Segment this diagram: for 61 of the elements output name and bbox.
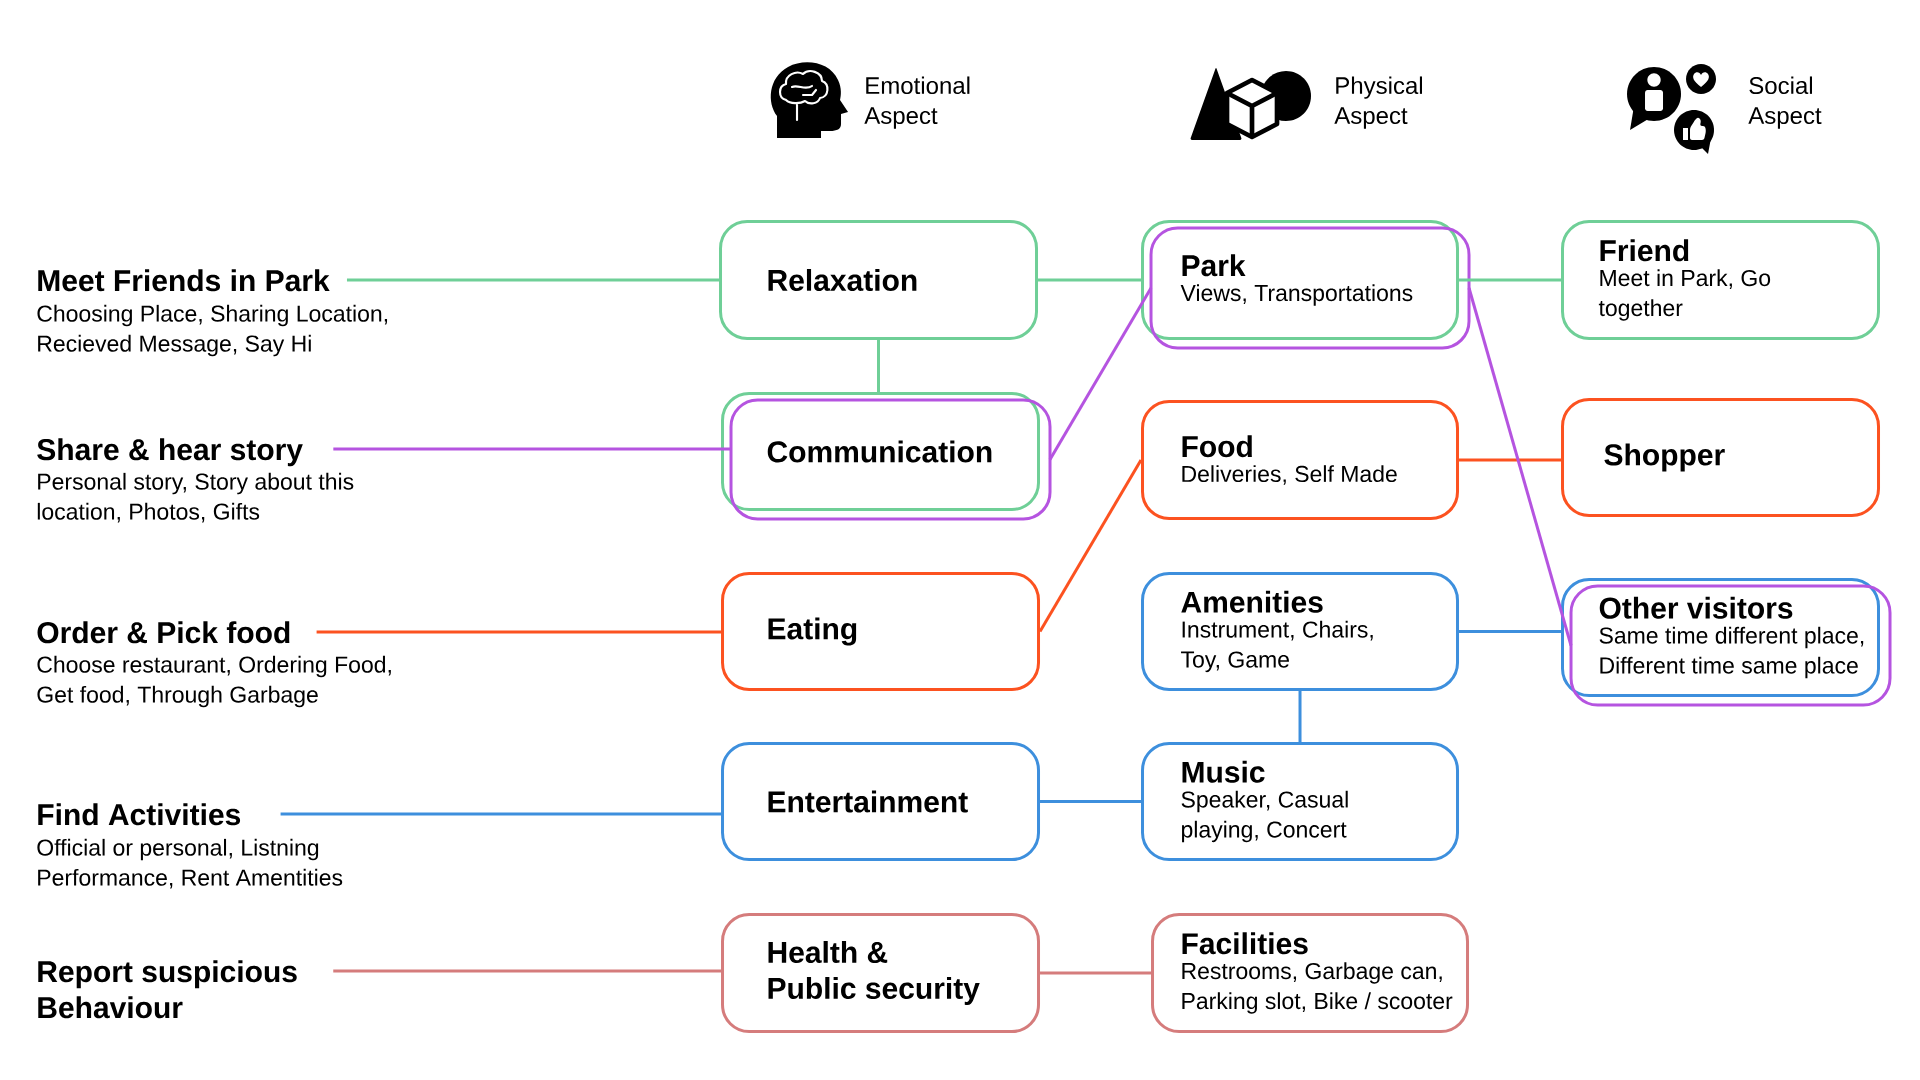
heading: Friend [1600,239,1689,262]
connector-line [877,340,880,392]
heading: Shopper [1604,443,1725,472]
connector-line [1048,287,1153,461]
rounded-box [721,572,1040,691]
description: Choose restaurant, Ordering Food, Get food, Through Garbage [37,655,391,708]
rounded-box [1561,220,1880,340]
heading: Communication [767,440,992,463]
connector-line [1467,287,1573,646]
heading: Order & Pick food [37,621,290,644]
connector-line [280,812,721,816]
heading: Share & hear story [37,438,303,467]
rounded-box [1141,742,1459,861]
rounded-box [719,220,1038,340]
connector-line [1038,459,1143,633]
rounded-box [721,742,1040,861]
connector-line [316,630,721,634]
description: Restrooms, Garbage can, Parking slot, Bike / scooter [1182,962,1453,1014]
heading: Health & Public security [768,941,980,1005]
connector-line [1040,971,1151,975]
description: Meet in Park, Go together [1598,269,1771,321]
heading: Find Activities [38,803,241,826]
column-heading: Social Aspect [1748,76,1822,129]
heading: Park [1182,254,1246,277]
heading: Other visitors [1599,596,1793,619]
description: Personal story, Story about this location, Photos, Gifts [37,472,354,523]
connector-line [1459,630,1561,633]
description: Official or personal, Listning Performance, Rent Amentities [37,838,343,889]
heading: Eating [768,617,857,646]
rounded-box [721,392,1052,521]
connector-line [1459,278,1561,282]
heading: Entertainment [768,790,968,813]
description: Instrument, Chairs, Toy, Game [1181,620,1373,673]
heading: Relaxation [768,268,917,291]
rounded-box [1141,400,1459,520]
rounded-box [1151,913,1469,1033]
connector-line [1040,800,1141,803]
heading: Meet Friends in Park [38,269,330,292]
column-heading: Emotional Aspect [864,76,970,129]
column-heading: Physical Aspect [1334,76,1423,129]
rounded-box [1141,572,1459,691]
connector-line [1038,278,1141,282]
description: Speaker, Casual playing, Concert [1181,790,1348,843]
heading: Food [1182,435,1252,458]
description: Views, Transportations [1180,284,1413,306]
heading: Music [1182,760,1265,783]
connector-line [333,969,721,973]
rounded-box [1561,578,1892,707]
connector-line [346,278,719,282]
heading: Report suspicious Behaviour [38,960,297,1019]
heading: Amenities [1181,590,1323,613]
description: Choosing Place, Sharing Location, Recieved Message, Say Hi [37,304,388,357]
rounded-box [1561,398,1880,517]
heading: Facilities [1182,932,1308,955]
connector-line [333,447,731,451]
connector-line [1298,691,1302,742]
rounded-box [1141,220,1471,350]
rounded-box [721,913,1040,1033]
connector-line [1459,458,1561,462]
description: Same time different place, Different time same place [1599,626,1864,679]
description: Deliveries, Self Made [1182,465,1397,485]
